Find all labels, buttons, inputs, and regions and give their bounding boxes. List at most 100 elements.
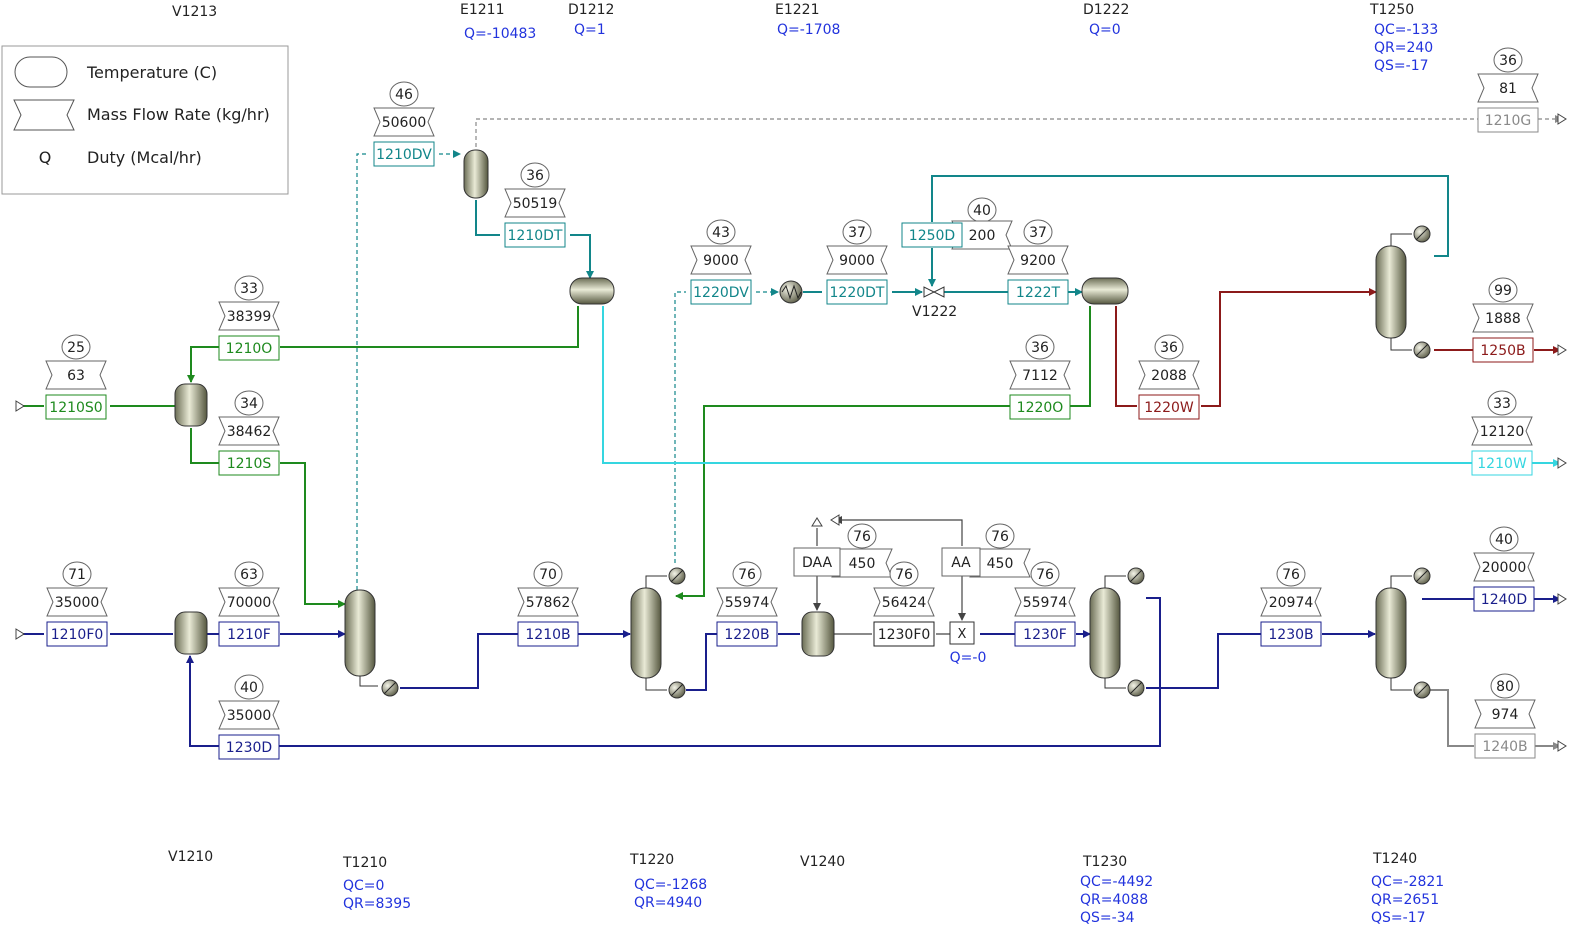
flow-value: 450 [849, 556, 876, 572]
column-T1240[interactable] [1375, 567, 1431, 699]
stream-1230F0[interactable]: 76 56424 1230F0 [873, 561, 935, 647]
feed-AA-label: AA [951, 555, 971, 571]
stream-name: 1220DV [693, 285, 749, 301]
unit-name: T1220 [629, 852, 674, 868]
column-T1220[interactable] [630, 567, 686, 699]
drum-D1222[interactable] [1081, 277, 1129, 305]
unit-duty: QS=-17 [1371, 910, 1426, 926]
unit-V1213[interactable]: V1213 [172, 4, 217, 20]
vessel-V1210[interactable] [174, 611, 208, 655]
stream-name-box: 1240B [1474, 733, 1536, 759]
vessel-V1213[interactable] [174, 383, 208, 427]
flow-value: 2088 [1151, 368, 1187, 384]
stream-name-box: 1250B [1472, 337, 1534, 363]
unit-name: V1222 [912, 304, 957, 320]
flow-value: 7112 [1022, 368, 1058, 384]
flow-badge: 450 [969, 548, 1031, 578]
stream-name-box: 1210DV [373, 141, 435, 167]
drum-D1222-left[interactable] [569, 277, 615, 305]
temperature-value: 76 [895, 567, 913, 583]
mixer-symbol: X [958, 627, 967, 642]
stream-name: 1220W [1144, 400, 1194, 416]
stream-name: 1230F0 [878, 627, 931, 643]
exchanger-E1221[interactable] [779, 280, 803, 304]
stream-name: 1210S [227, 456, 272, 472]
temperature-badge: 43 [706, 219, 736, 245]
vessel-V1240[interactable] [801, 611, 835, 657]
unit-V1222[interactable]: V1222 [912, 304, 957, 320]
flow-value: 9200 [1020, 253, 1056, 269]
mixer[interactable] [949, 621, 975, 645]
unit-name: V1240 [800, 854, 845, 870]
drum-D1212[interactable] [463, 149, 489, 199]
temperature-value: 33 [1493, 396, 1511, 412]
temperature-value: 46 [395, 87, 413, 103]
duty-legend-label: Duty (Mcal/hr) [87, 148, 202, 167]
stream-name-box: 1210F0 [46, 621, 108, 647]
flow-value: 35000 [227, 708, 272, 724]
unit-duty: QS=-17 [1374, 58, 1429, 74]
flow-value: 56424 [882, 595, 927, 611]
flow-value: 38462 [227, 424, 272, 440]
flow-badge: 20000 [1473, 552, 1535, 582]
unit-V1210[interactable]: V1210 [168, 849, 213, 865]
feed-DAA[interactable]: DAA [793, 547, 841, 577]
temperature-badge: 63 [234, 561, 264, 587]
flow-badge: 20974 [1260, 587, 1322, 617]
column-T1230[interactable] [1089, 567, 1145, 697]
flow-legend-icon [13, 99, 75, 131]
unit-name: D1212 [568, 2, 614, 18]
feed-DAA-label: DAA [802, 555, 833, 571]
flow-value: 55974 [725, 595, 770, 611]
unit-duty: QR=8395 [343, 896, 411, 912]
flow-value: 20000 [1482, 560, 1527, 576]
temperature-value: 34 [240, 396, 258, 412]
stream-name: 1250B [1480, 343, 1525, 359]
unit-V1240[interactable]: V1240 [800, 854, 845, 870]
flow-badge: 1888 [1472, 303, 1534, 333]
valve-V1222[interactable] [923, 286, 945, 298]
stream-1210S[interactable]: 34 38462 1210S [218, 390, 280, 476]
stream-name-box: 1230D [218, 734, 280, 760]
temperature-value: 33 [240, 281, 258, 297]
feed-AA[interactable]: AA [941, 547, 981, 577]
column-T1250[interactable] [1375, 225, 1431, 359]
unit-name: E1221 [775, 2, 819, 18]
column-T1210[interactable] [344, 589, 399, 697]
stream-name: 1210DT [508, 228, 563, 244]
flow-badge: 2088 [1138, 360, 1200, 390]
